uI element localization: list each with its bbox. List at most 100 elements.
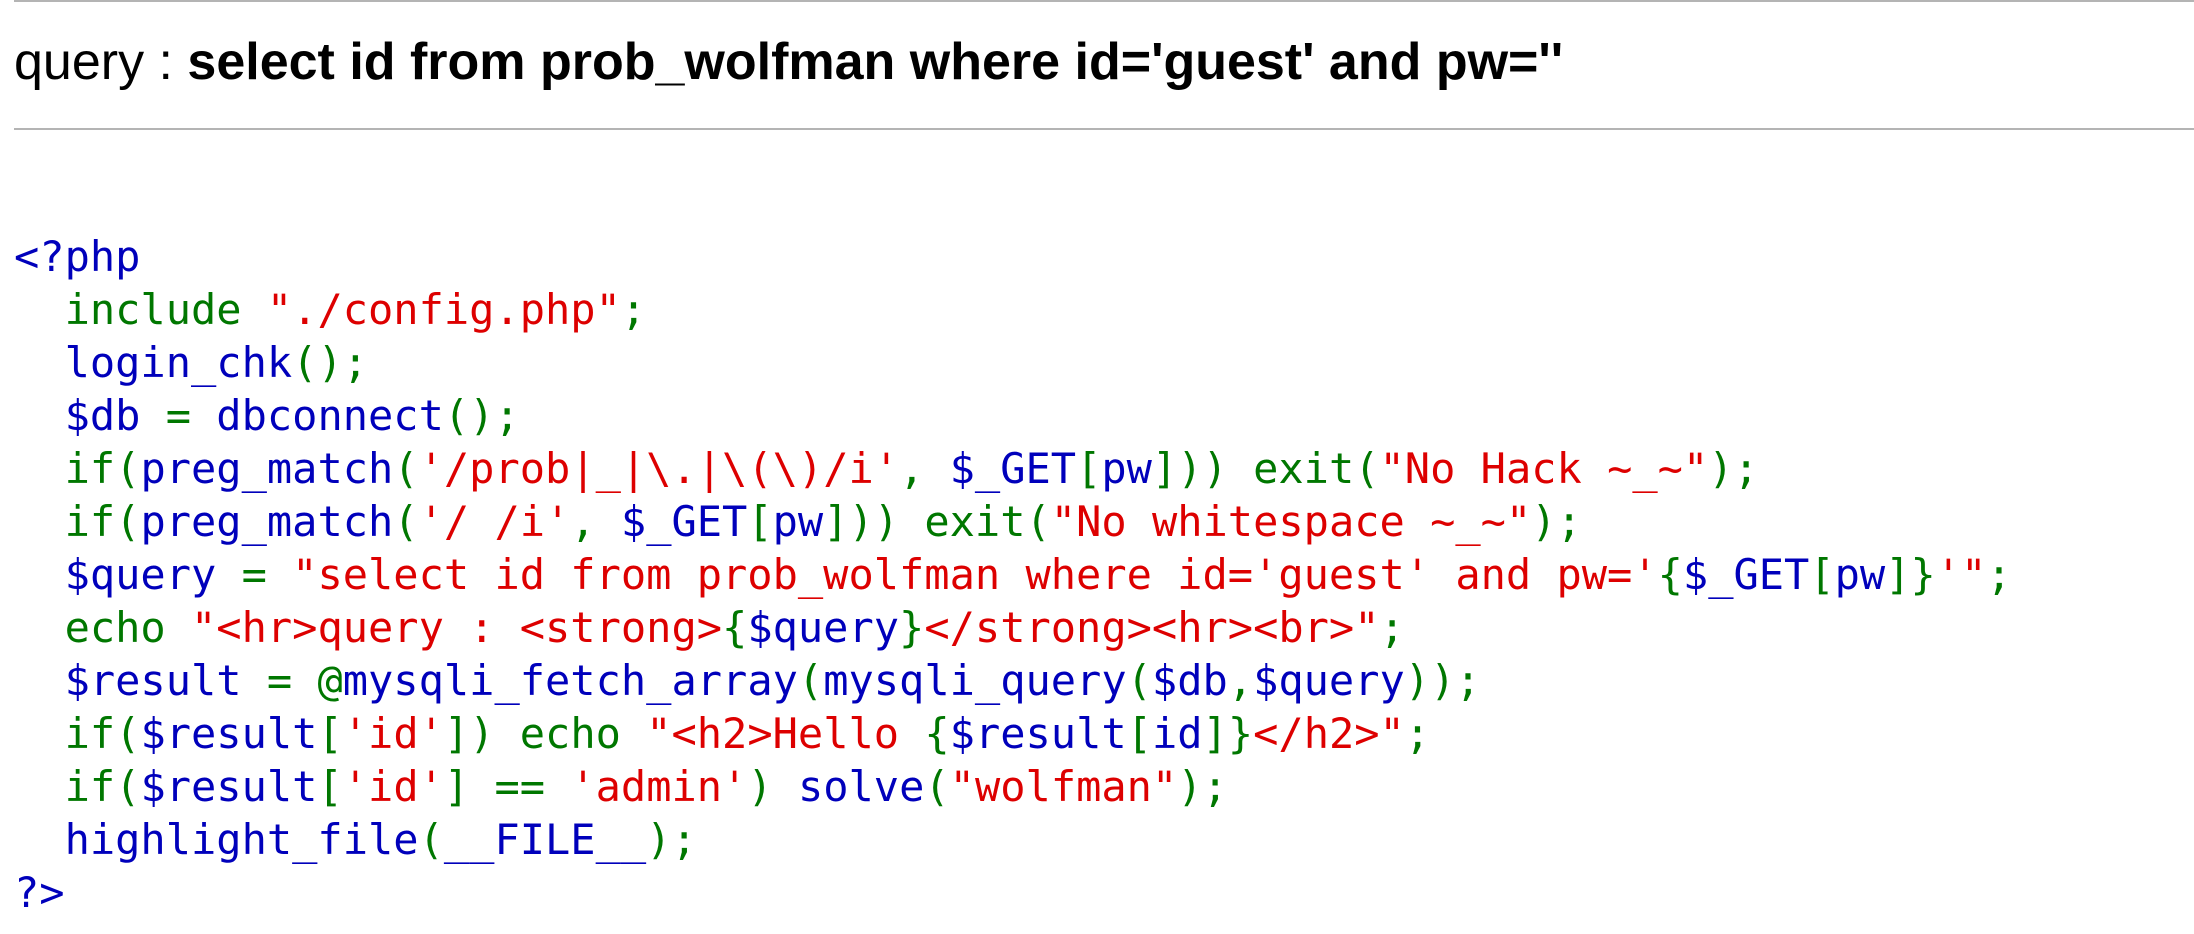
code-token: mysqli_fetch_array [342,656,798,705]
code-token: '" [1935,550,1987,599]
code-token: 'admin' [570,762,748,811]
code-token: "<h2>Hello [646,709,925,758]
code-line: if($result['id']) echo "<h2>Hello {$resu… [14,707,2012,760]
code-token: "No Hack ~_~" [1379,444,1709,493]
query-display: query : select id from prob_wolfman wher… [14,32,1563,92]
code-token: ); [1177,762,1228,811]
code-token: "No whitespace ~_~" [1050,497,1532,546]
code-token: ; [1379,603,1405,652]
code-token: ); [1708,444,1759,493]
code-token: ( [797,656,824,705]
code-token: <?php [14,232,141,281]
code-token: { [924,709,950,758]
code-token: (); [443,391,520,440]
code-token: , [899,444,950,493]
code-token: ])) exit( [1151,444,1380,493]
code-token: pw [1101,444,1152,493]
code-line: include "./config.php"; [14,283,2012,336]
code-token: ( [1126,656,1152,705]
code-token: ; [1986,550,2012,599]
code-token: $result [140,762,318,811]
code-token: ?> [14,868,65,917]
code-token: 'id' [342,709,444,758]
code-token: if( [14,709,141,758]
code-token: </strong><hr><br>" [924,603,1380,652]
code-token: login_chk [14,338,293,387]
code-token: "select id from prob_wolfman where id='g… [292,550,1658,599]
code-token: ; [1404,709,1431,758]
code-token: ( [418,815,444,864]
code-token: $_GET [620,497,748,546]
code-token: if( [14,762,141,811]
code-token: $db [1151,656,1228,705]
code-token: 'id' [342,762,444,811]
query-rule [14,128,2194,130]
query-label: query : [14,33,188,91]
code-token: '/ /i' [418,497,571,546]
code-token: = [165,391,217,440]
code-token: ] == [443,762,571,811]
code-token: [ [317,762,343,811]
code-token: highlight_file [14,815,419,864]
code-token: $query [14,550,242,599]
code-token: ); [1531,497,1582,546]
code-token: '/prob|_|\.|\(\)/i' [418,444,900,493]
code-line: $db = dbconnect(); [14,389,2012,442]
code-token: = [241,550,293,599]
code-line: highlight_file(__FILE__); [14,813,2012,866]
code-token: if( [14,444,141,493]
code-token: $result [14,656,267,705]
code-token: ]} [1885,550,1936,599]
code-token: } [899,603,925,652]
code-token: ( [924,762,950,811]
code-token: ]} [1202,709,1254,758]
code-token: $db [14,391,166,440]
code-token: pw [772,497,824,546]
code-token: ( [393,444,419,493]
code-token: ( [393,497,419,546]
code-token: = @ [266,656,343,705]
code-token: [ [1126,709,1152,758]
code-token: (); [292,338,369,387]
top-rule [14,0,2194,2]
code-token: id [1151,709,1203,758]
code-line: if(preg_match('/ /i', $_GET[pw])) exit("… [14,495,2012,548]
code-token: __FILE__ [443,815,647,864]
code-token: $result [140,709,318,758]
code-token: $_GET [1682,550,1810,599]
query-sql: select id from prob_wolfman where id='gu… [187,33,1564,91]
code-line: login_chk(); [14,336,2012,389]
code-token: mysqli_query [823,656,1127,705]
code-token: [ [1076,444,1102,493]
code-token: ]) echo [443,709,647,758]
code-token: preg_match [140,497,394,546]
code-token: ])) exit( [823,497,1051,546]
code-line: if($result['id'] == 'admin') solve("wolf… [14,760,2012,813]
code-token: [ [317,709,343,758]
code-token: include [14,285,267,334]
code-line: ?> [14,866,2012,919]
php-source-code: <?php include "./config.php"; login_chk(… [14,230,2012,919]
code-token: solve [797,762,925,811]
code-token: if( [14,497,141,546]
code-line: echo "<hr>query : <strong>{$query}</stro… [14,601,2012,654]
code-token: preg_match [140,444,394,493]
code-token: "<hr>query : <strong> [191,603,723,652]
code-line: $result = @mysqli_fetch_array(mysqli_que… [14,654,2012,707]
code-token: $result [949,709,1127,758]
code-token: )); [1404,656,1481,705]
code-token: ); [646,815,697,864]
code-token: $_GET [949,444,1077,493]
code-token: dbconnect [216,391,444,440]
code-token: [ [747,497,773,546]
code-token: $query [747,603,900,652]
code-token: "wolfman" [949,762,1178,811]
code-token: , [570,497,621,546]
code-line: $query = "select id from prob_wolfman wh… [14,548,2012,601]
code-token: </h2>" [1253,709,1405,758]
code-token: ; [620,285,647,334]
code-line: <?php [14,230,2012,283]
code-token: $query [1253,656,1405,705]
code-token: pw [1834,550,1886,599]
